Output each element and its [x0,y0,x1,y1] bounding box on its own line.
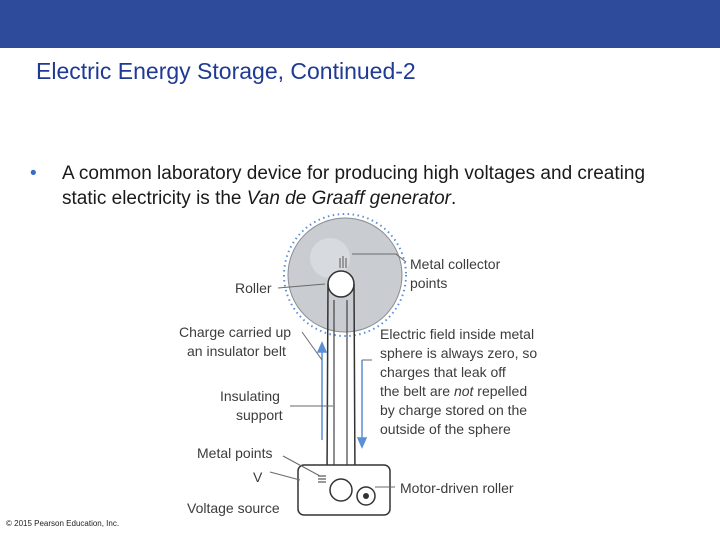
label-electric-field-5: by charge stored on the [380,402,527,418]
bullet-text-emphasis: Van de Graaff generator [246,188,451,209]
label-metal-collector: Metal collector [410,256,501,272]
label-charge-carried-cont: an insulator belt [187,343,286,359]
label-electric-field-4b: not [454,383,475,399]
label-metal-points: Metal points [197,445,272,461]
top-roller [327,270,355,298]
bullet-dot: • [30,163,37,184]
label-electric-field-6: outside of the sphere [380,421,511,437]
label-motor-roller: Motor-driven roller [400,480,514,496]
label-metal-collector-cont: points [410,275,447,291]
bullet-text-main: A common laboratory device for producing… [62,163,646,209]
label-voltage-symbol: V [253,469,263,485]
bottom-roller [329,478,353,502]
label-electric-field-4: the belt are not repelled [380,383,527,399]
label-electric-field-1: Electric field inside metal [380,326,534,342]
collector-points [339,256,347,268]
bullet-text-end: . [451,188,457,209]
label-electric-field-4c: repelled [473,383,527,399]
charge-arrows [316,341,368,449]
sphere-charge-ring [283,213,407,337]
label-electric-field-3: charges that leak off [380,364,506,380]
label-electric-field-2: sphere is always zero, so [380,345,537,361]
insulator-belt [326,283,356,481]
bullet-text: A common laboratory device for producing… [62,161,692,211]
label-voltage-source: Voltage source [187,500,280,516]
header-bar [0,0,720,48]
copyright-notice: © 2015 Pearson Education, Inc. [6,519,120,528]
label-charge-carried: Charge carried up [179,324,291,340]
label-electric-field-4a: the belt are [380,383,454,399]
leader-lines [269,253,407,488]
label-insulating-cont: support [236,407,283,423]
slide-title: Electric Energy Storage, Continued-2 [36,58,416,84]
label-insulating: Insulating [220,388,280,404]
insulating-support [333,300,348,478]
motor-hub [363,493,369,499]
label-roller: Roller [235,280,272,296]
